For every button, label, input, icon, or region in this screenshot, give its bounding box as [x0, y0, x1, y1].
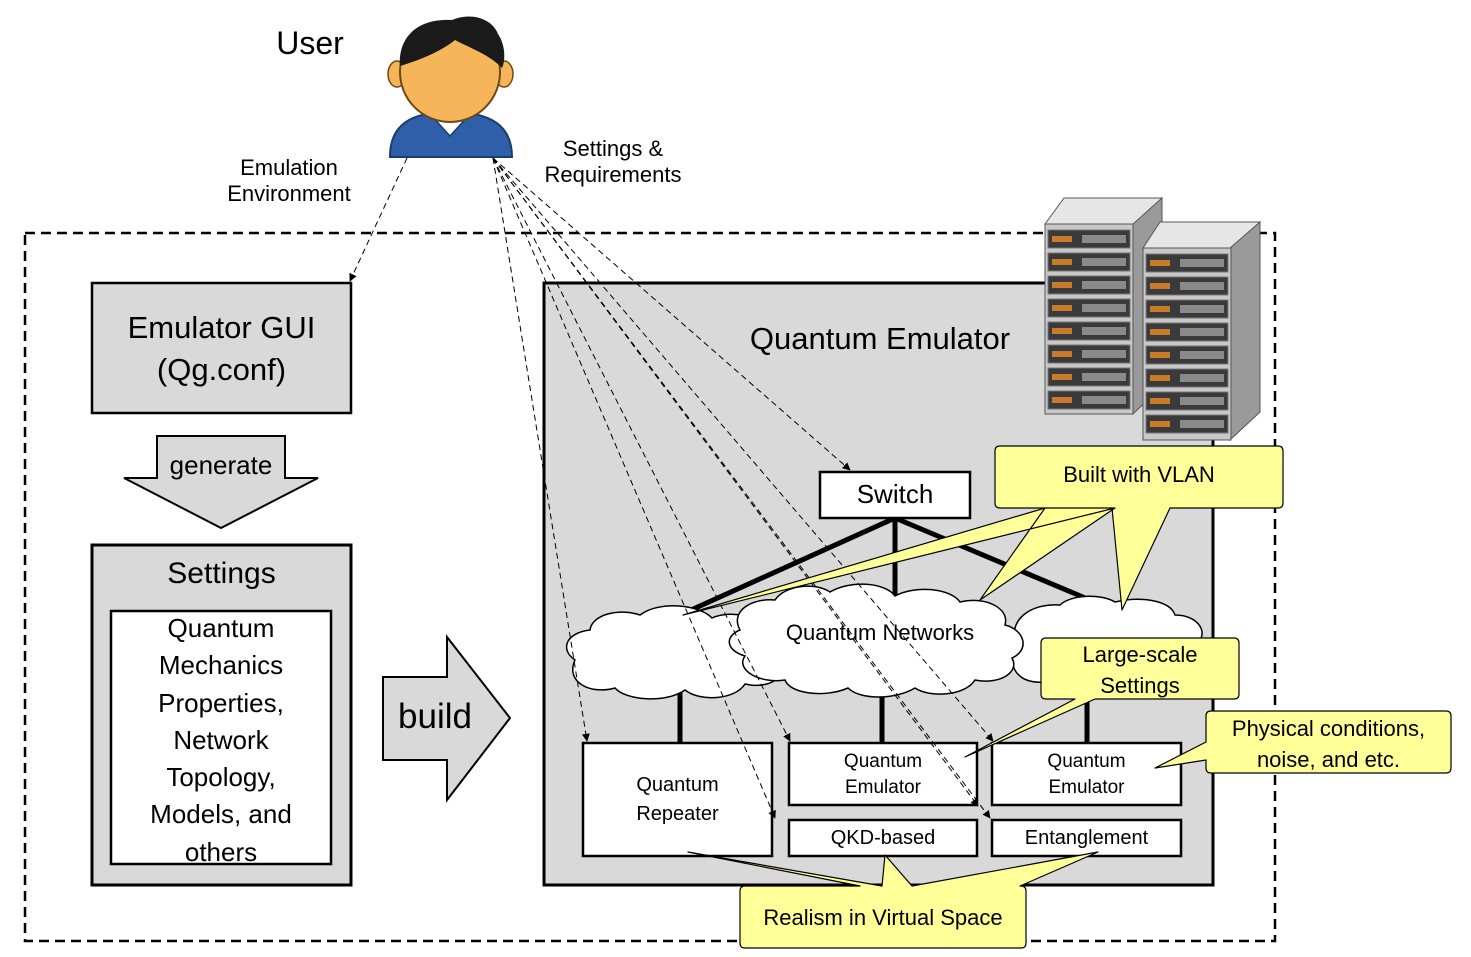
- rack-slot: [1180, 374, 1224, 382]
- callout-physical-text: Physical conditions, noise, and etc.: [1206, 713, 1451, 775]
- large-scale-line: Large-scale: [1082, 642, 1198, 667]
- quantum-networks-label: Quantum Networks: [785, 620, 975, 645]
- quantum-emulator-box-2: [990, 741, 1183, 807]
- settings-item: Network: [173, 724, 269, 755]
- settings-inner-box: [109, 609, 333, 866]
- settings-item: Properties,: [158, 687, 284, 718]
- emulator-2-line: Quantum: [1047, 751, 1126, 772]
- rack-led: [1052, 328, 1072, 334]
- generate-arrow: [123, 435, 319, 530]
- switch-box: [818, 470, 972, 520]
- repeater-line: Repeater: [636, 803, 719, 825]
- callout-vlan-text: Built with VLAN: [1063, 462, 1215, 487]
- emulator-1-line: Emulator: [844, 777, 922, 798]
- quantum-emulator-title: Quantum Emulator: [749, 321, 1011, 356]
- rack-led: [1150, 352, 1170, 358]
- gui-label-line: Emulator GUI: [127, 310, 316, 345]
- user-avatar-icon: [387, 16, 514, 158]
- rack-led: [1052, 397, 1072, 403]
- edge-label-line: Settings &: [562, 136, 664, 161]
- rack-led: [1052, 259, 1072, 265]
- entanglement-box: [990, 818, 1183, 858]
- settings-item: Models, and: [150, 799, 292, 830]
- emulator-2-line: Emulator: [1048, 777, 1125, 798]
- settings-item: Topology,: [166, 762, 276, 793]
- physical-line: Physical conditions,: [1231, 716, 1426, 741]
- emulator-gui-label: Emulator GUI (Qg.conf): [92, 307, 351, 391]
- rack-led: [1150, 375, 1170, 381]
- rack-led: [1052, 374, 1072, 380]
- rack-led: [1052, 351, 1072, 357]
- dashed-connectors: [349, 157, 994, 819]
- build-label: build: [398, 697, 472, 736]
- settings-item: Quantum: [167, 613, 275, 643]
- rack-slot: [1082, 235, 1126, 243]
- rack-slot: [1180, 420, 1224, 428]
- rack-led: [1150, 283, 1170, 289]
- rack-slot: [1082, 258, 1126, 266]
- quantum-repeater-label: Quantum Repeater: [583, 771, 772, 829]
- edge-label-line: Emulation: [240, 155, 338, 180]
- rack-slot: [1180, 351, 1224, 359]
- callout-realism-text: Realism in Virtual Space: [763, 905, 1003, 930]
- rack-slot: [1180, 305, 1224, 313]
- rack-led: [1150, 329, 1170, 335]
- generate-label: generate: [169, 450, 273, 480]
- rack-slot: [1180, 259, 1224, 267]
- callout-physical: [1154, 710, 1452, 774]
- edge-label-settings-requirements: Settings & Requirements: [520, 136, 706, 189]
- emulation-environment-border: [23, 231, 1277, 943]
- qkd-based-label: QKD-based: [830, 827, 936, 849]
- edge-label-emulation-environment: Emulation Environment: [200, 155, 378, 208]
- build-arrow: [382, 634, 512, 803]
- callout-vlan: [682, 445, 1284, 616]
- settings-items: Quantum Mechanics Properties, Network To…: [111, 610, 331, 871]
- rack-slot: [1082, 304, 1126, 312]
- user-label: User: [276, 25, 344, 61]
- entanglement-label: Entanglement: [1024, 827, 1149, 849]
- rack-led: [1052, 282, 1072, 288]
- rack-slot: [1180, 282, 1224, 290]
- quantum-emulator-2-label: Quantum Emulator: [992, 749, 1181, 801]
- gui-label-line: (Qg.conf): [156, 351, 287, 387]
- emulator-gui-box: [90, 281, 353, 415]
- rack-led: [1150, 260, 1170, 266]
- rack-led: [1150, 421, 1170, 427]
- rack-slot: [1180, 328, 1224, 336]
- physical-line: noise, and etc.: [1256, 747, 1401, 772]
- rack-led: [1052, 305, 1072, 311]
- rack-slot: [1082, 281, 1126, 289]
- rack-slot: [1180, 397, 1224, 405]
- rack-led: [1052, 236, 1072, 242]
- rack-slot: [1082, 396, 1126, 404]
- rack-led: [1150, 306, 1170, 312]
- rack-slot: [1082, 327, 1126, 335]
- quantum-emulator-box-1: [787, 741, 979, 807]
- callout-large-scale: [964, 637, 1240, 758]
- edge-label-line: Requirements: [544, 162, 682, 188]
- rack-led: [1150, 398, 1170, 404]
- callout-large-scale-text: Large-scale Settings: [1041, 639, 1239, 701]
- quantum-networks-cloud: [565, 583, 1203, 700]
- quantum-emulator-1-label: Quantum Emulator: [789, 749, 977, 801]
- settings-item: Mechanics: [158, 650, 284, 681]
- switch-label: Switch: [856, 479, 934, 509]
- emulator-1-line: Quantum: [843, 751, 923, 772]
- rack-slot: [1082, 350, 1126, 358]
- quantum-repeater-box: [581, 741, 774, 858]
- settings-title: Settings: [167, 557, 276, 590]
- callout-realism: [687, 851, 1099, 949]
- qkd-based-box: [787, 818, 979, 858]
- large-scale-line: Settings: [1100, 673, 1180, 698]
- server-rack-icon: [1044, 196, 1262, 442]
- rack-slot: [1082, 373, 1126, 381]
- settings-item: others: [184, 836, 258, 867]
- repeater-line: Quantum: [636, 774, 719, 796]
- edge-label-line: Environment: [227, 181, 351, 207]
